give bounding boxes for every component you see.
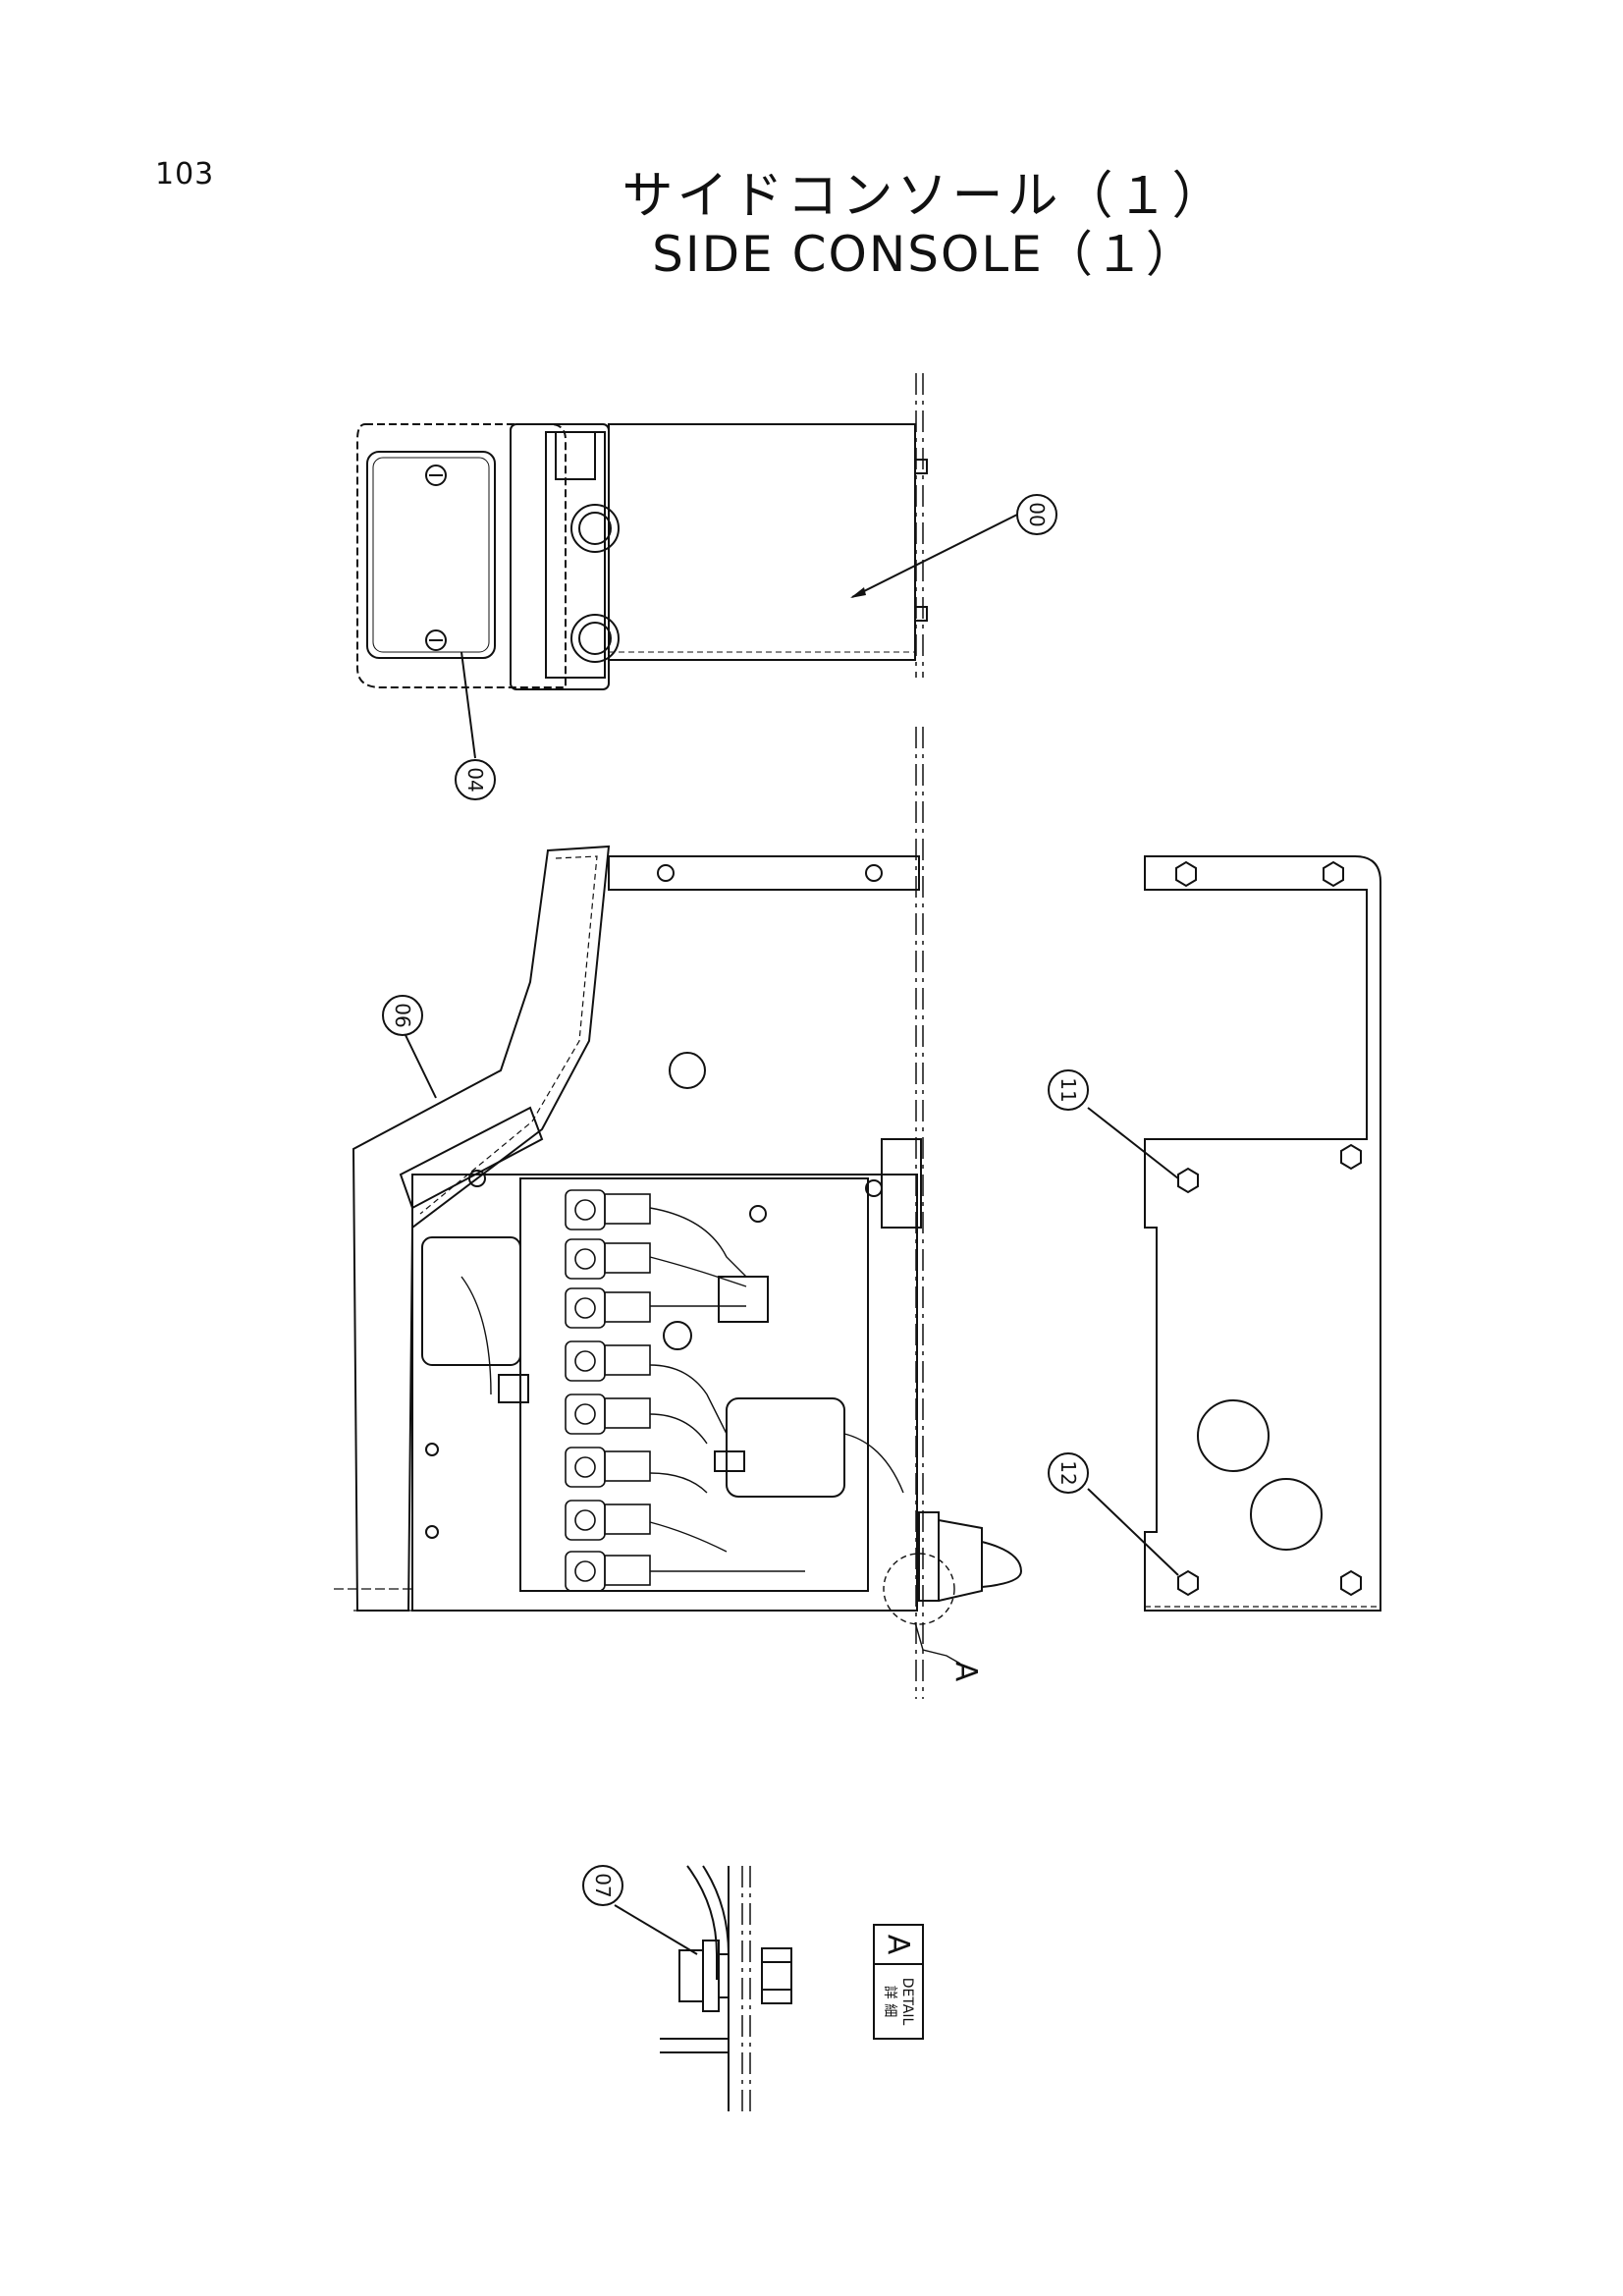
detail-a-view <box>614 1865 792 2111</box>
callout-00-label: 00 <box>1025 502 1049 526</box>
callout-11: 11 <box>1048 1069 1089 1111</box>
callout-00: 00 <box>1016 494 1057 535</box>
title-english: SIDE CONSOLE（１） <box>652 226 1197 283</box>
callout-04-label: 04 <box>463 767 487 792</box>
detail-label-letter: A <box>881 1935 915 1955</box>
detail-label-kanji: 詳 細 <box>882 1986 897 2017</box>
callout-12: 12 <box>1048 1452 1089 1494</box>
callout-07: 07 <box>582 1865 623 1906</box>
bracket-view <box>1087 855 1381 1612</box>
section-marker-a: A <box>948 1662 983 1682</box>
detail-label-word: DETAIL <box>899 1978 915 2026</box>
callout-07-label: 07 <box>591 1873 615 1897</box>
title-block: サイドコンソール（１） SIDE CONSOLE（１） <box>0 167 1623 283</box>
detail-label-box <box>873 1924 924 2040</box>
title-japanese: サイドコンソール（１） <box>622 167 1227 226</box>
callout-12-label: 12 <box>1056 1460 1080 1485</box>
callout-11-label: 11 <box>1056 1077 1080 1102</box>
callout-06: 06 <box>382 995 423 1036</box>
callout-06-label: 06 <box>391 1003 414 1027</box>
callout-04: 04 <box>455 759 496 800</box>
side-view <box>334 727 1023 1699</box>
top-view <box>356 373 1018 759</box>
page-number: 103 <box>155 157 215 191</box>
callout-group: 00 04 06 11 12 07 <box>382 494 1089 1906</box>
